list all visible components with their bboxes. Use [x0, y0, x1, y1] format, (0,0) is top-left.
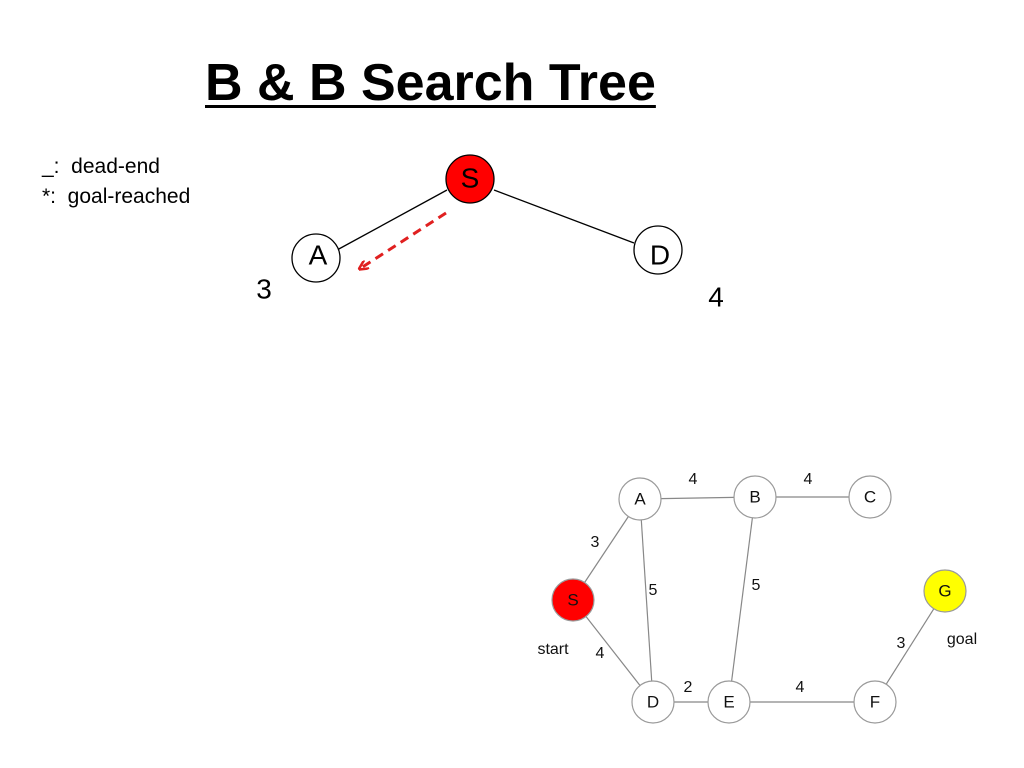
graph-node-D[interactable]: D: [631, 680, 675, 724]
graph-weight-D-E: 2: [684, 679, 693, 696]
graph-node-F-label: F: [870, 692, 880, 711]
tree-edge-S-D: [493, 189, 635, 244]
tree-node-D-circle: [633, 225, 683, 275]
graph-node-C[interactable]: C: [848, 475, 892, 519]
graph-edge-F-G: [885, 608, 935, 685]
search-tree: S A D 3 4: [256, 154, 724, 312]
graph-node-S-circle: [551, 578, 595, 622]
graph-node-C-label: C: [864, 487, 876, 506]
graph-edge-S-A: [584, 516, 629, 583]
graph-weight-F-G: 3: [897, 635, 906, 652]
graph-node-B-circle: [733, 475, 777, 519]
graph-node-E-circle: [707, 680, 751, 724]
tree-node-S[interactable]: S: [445, 154, 495, 204]
graph-node-E-label: E: [723, 692, 734, 711]
tree-node-A-label: A: [309, 239, 328, 270]
graph-weight-A-B: 4: [689, 471, 698, 488]
graph-nodes: S A B C D E F G: [551, 475, 967, 724]
graph-weight-B-E: 5: [752, 577, 761, 594]
graph-node-B[interactable]: B: [733, 475, 777, 519]
graph-node-S-label: S: [567, 590, 578, 609]
tree-node-D[interactable]: D: [633, 225, 683, 275]
start-annotation: start: [537, 641, 569, 658]
tree-edge-S-A: [336, 189, 448, 251]
graph-weight-S-A: 3: [591, 534, 600, 551]
tree-node-A[interactable]: A: [291, 233, 341, 283]
graph-node-D-label: D: [647, 692, 659, 711]
graph-node-C-circle: [848, 475, 892, 519]
graph-edges: [584, 496, 935, 703]
graph-node-A-circle: [618, 477, 662, 521]
graph-node-F[interactable]: F: [853, 680, 897, 724]
graph-edge-A-B: [660, 496, 735, 500]
graph-weight-E-F: 4: [796, 679, 805, 696]
graph-edge-A-D: [640, 519, 653, 682]
graph-weights: 3 4 4 5 4 5 2 4 3: [591, 471, 906, 696]
tree-node-S-label: S: [461, 162, 480, 193]
tree-node-D-label: D: [650, 239, 670, 270]
legend-goal-reached: *: goal-reached: [42, 185, 191, 208]
graph-weight-S-D: 4: [596, 645, 605, 662]
tree-node-A-circle: [291, 233, 341, 283]
graph-node-E[interactable]: E: [707, 680, 751, 724]
graph-node-S[interactable]: S: [551, 578, 595, 622]
legend: _: dead-end *: goal-reached: [42, 152, 190, 212]
tree-expand-arrow: [361, 211, 447, 268]
graph-node-B-label: B: [749, 487, 760, 506]
graph-node-G-circle: [923, 569, 967, 613]
graph-node-G-label: G: [938, 581, 951, 600]
graph-edge-B-E: [731, 517, 753, 682]
graph-edge-S-D: [585, 616, 641, 686]
graph-node-A-label: A: [634, 489, 646, 508]
graph-weight-B-C: 4: [804, 471, 813, 488]
slide-title: B & B Search Tree: [205, 54, 656, 112]
legend-dead-end: _: dead-end: [42, 155, 160, 178]
goal-annotation: goal: [947, 631, 977, 648]
problem-graph: 3 4 4 5 4 5 2 4 3 S A B C D E F G start goal: [537, 471, 977, 724]
graph-node-F-circle: [853, 680, 897, 724]
graph-node-A[interactable]: A: [618, 477, 662, 521]
tree-node-S-circle: [445, 154, 495, 204]
graph-weight-A-D: 5: [649, 582, 658, 599]
graph-node-G[interactable]: G: [923, 569, 967, 613]
tree-cost-A: 3: [256, 273, 272, 304]
graph-node-D-circle: [631, 680, 675, 724]
tree-cost-D: 4: [708, 281, 724, 312]
